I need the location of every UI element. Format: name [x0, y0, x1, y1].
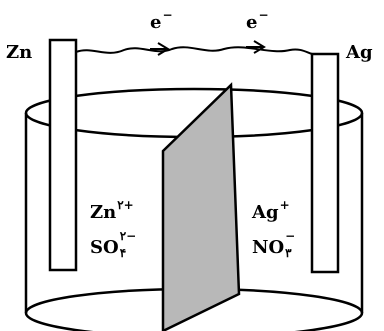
sulfate-charge: ۲−: [119, 229, 137, 243]
zinc-electrode: [48, 38, 78, 272]
zinc-label: Zn: [6, 42, 33, 63]
electron-label-left: e−: [150, 9, 173, 33]
electron-charge: −: [258, 8, 269, 22]
ag-ion-charge: +: [279, 198, 290, 212]
external-wire: [75, 46, 313, 55]
electron-arrow-1: [150, 42, 170, 56]
ag-ion-label: Ag+: [252, 199, 290, 223]
ag-ion-base: Ag: [252, 202, 279, 223]
porous-separator: [161, 82, 241, 331]
electron-arrow-2: [246, 40, 266, 54]
silver-electrode: [310, 52, 340, 274]
nitrate-ion-label: NO− ۳: [252, 230, 298, 260]
silver-label: Ag: [346, 42, 373, 63]
nitrate-base: NO: [252, 237, 285, 258]
electron-symbol: e: [246, 12, 258, 33]
zn-ion-charge: ۲+: [117, 198, 134, 212]
nitrate-charge: −: [285, 229, 296, 243]
zn-ion-base: Zn: [90, 202, 117, 223]
nitrate-subscript: ۳: [285, 246, 292, 260]
zn-ion-label: Zn۲+: [90, 199, 134, 223]
sulfate-base: SO: [90, 237, 119, 258]
sulfate-subscript: ۴: [119, 246, 127, 260]
electron-symbol: e: [150, 12, 162, 33]
electron-charge: −: [162, 8, 173, 22]
electron-label-right: e−: [246, 9, 269, 33]
